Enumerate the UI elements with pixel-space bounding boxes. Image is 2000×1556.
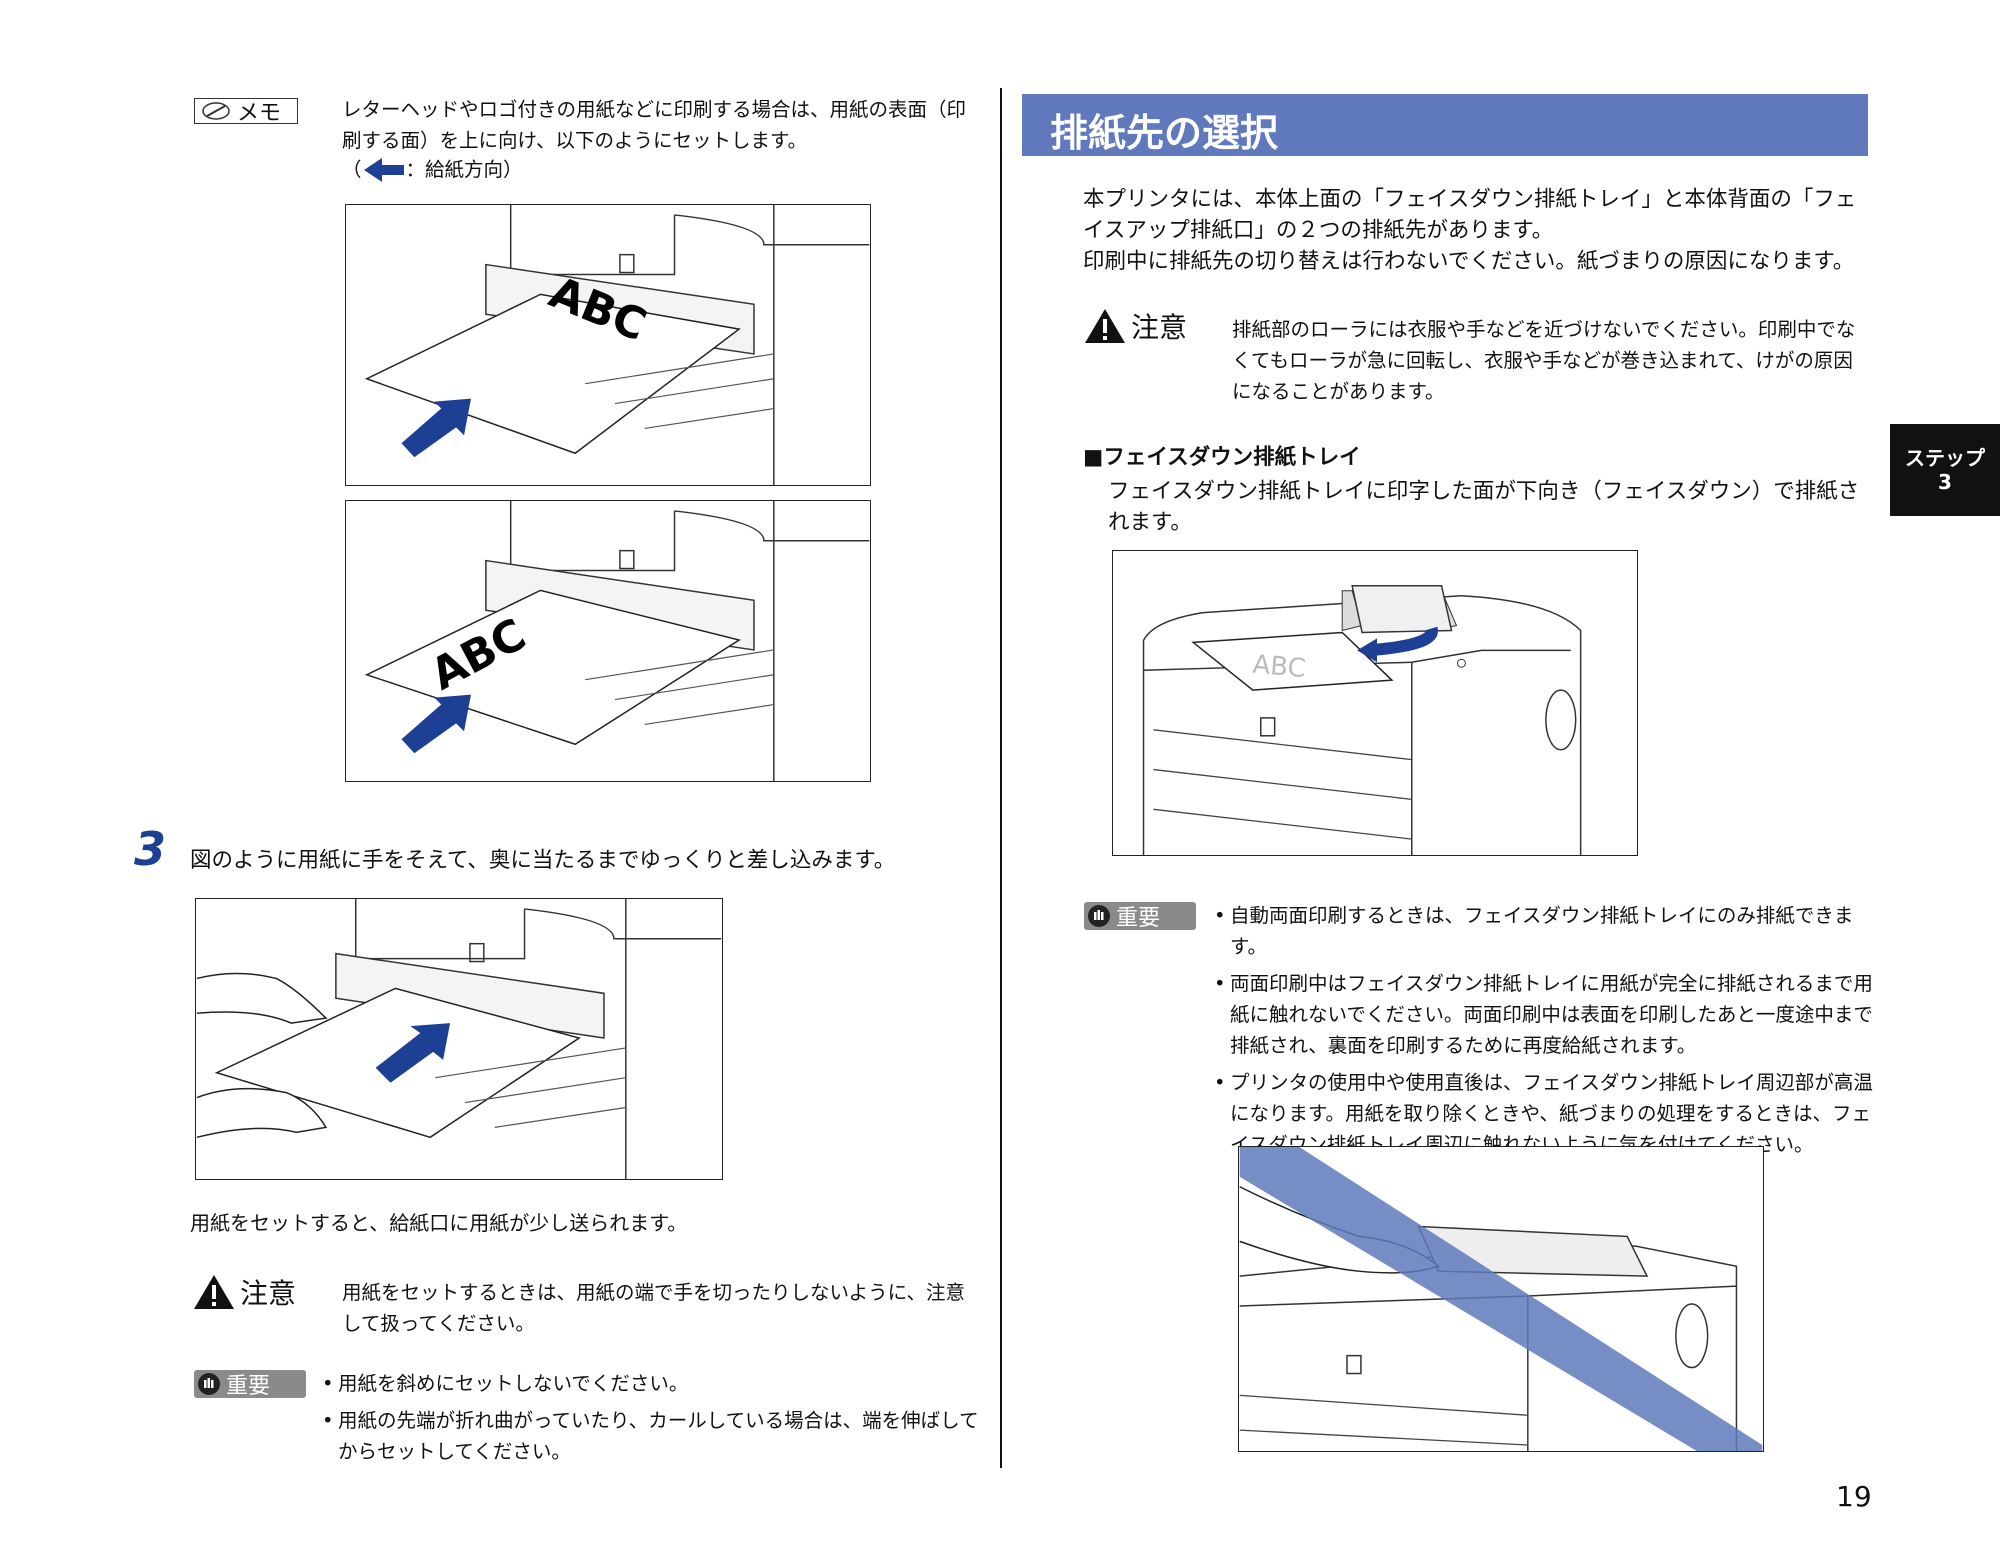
caution-text-right: 排紙部のローラには衣服や手などを近づけないでください。印刷中でなくてもローラが急…: [1232, 318, 1856, 403]
figure-letterhead-1: ABC: [345, 204, 871, 486]
caution-label-text: 注意: [240, 1277, 297, 1310]
important-list-left: 用紙を斜めにセットしないでください。 用紙の先端が折れ曲がっていたり、カールして…: [322, 1368, 982, 1473]
sub-text: フェイスダウン排紙トレイに印字した面が下向き（フェイスダウン）で排紙されます。: [1108, 479, 1860, 535]
caution-text-left: 用紙をセットするときは、用紙の端で手を切ったりしないように、注意して扱ってくださ…: [342, 1281, 966, 1335]
side-tab-step: ステップ 3: [1890, 424, 2000, 516]
section-title-bar: 排紙先の選択: [1022, 94, 1868, 156]
side-tab-line2: 3: [1938, 470, 1952, 494]
step-text: 図のように用紙に手をそえて、奥に当たるまでゆっくりと差し込みます。: [190, 848, 896, 873]
important-badge-left: 重要: [194, 1370, 306, 1399]
important-label-text: 重要: [226, 1374, 271, 1399]
important-label-text: 重要: [1116, 906, 1161, 931]
memo-text: レターヘッドやロゴ付きの用紙などに印刷する場合は、用紙の表面（印刷する面）を上に…: [342, 98, 967, 152]
memo-direction-suffix: ：給紙方向）: [405, 158, 523, 181]
warning-icon: [1085, 309, 1125, 343]
figure-insert-paper: [195, 898, 723, 1180]
list-item: 用紙を斜めにセットしないでください。: [322, 1368, 982, 1399]
important-badge-right: 重要: [1084, 902, 1196, 931]
column-divider: [1000, 88, 1002, 1468]
figure-face-down-tray: ABC: [1112, 550, 1638, 856]
list-item: 用紙の先端が折れ曲がっていたり、カールしている場合は、端を伸ばしてからセットして…: [322, 1405, 982, 1467]
memo-badge: メモ: [194, 98, 298, 126]
step-number: 3: [134, 822, 167, 876]
feed-direction-arrow-icon: [363, 157, 404, 182]
figure-text-abc-3: ABC: [1251, 650, 1306, 685]
page-number: 19: [1836, 1480, 1872, 1513]
section-title: 排紙先の選択: [1050, 111, 1279, 155]
memo-label: メモ: [237, 101, 282, 126]
sub-heading: ■フェイスダウン排紙トレイ: [1083, 445, 1361, 470]
hand-stop-icon: [1088, 905, 1110, 927]
figure-do-not-touch: [1238, 1146, 1764, 1452]
intro-text: 本プリンタには、本体上面の「フェイスダウン排紙トレイ」と本体背面の「フェイスアッ…: [1083, 187, 1857, 243]
intro-text-2: 印刷中に排紙先の切り替えは行わないでください。紙づまりの原因になります。: [1083, 249, 1855, 274]
figure-letterhead-2: ABC: [345, 500, 871, 782]
warning-icon: [194, 1275, 234, 1309]
list-item: 自動両面印刷するときは、フェイスダウン排紙トレイにのみ排紙できます。: [1214, 900, 1874, 962]
caution-label-right: 注意: [1083, 306, 1187, 346]
pencil-icon: [202, 102, 230, 120]
memo-direction-prefix: （: [342, 158, 362, 181]
hand-stop-icon: [198, 1373, 220, 1395]
caution-label-text: 注意: [1131, 311, 1188, 344]
side-tab-line1: ステップ: [1905, 446, 1985, 470]
memo-direction: （ ：給紙方向）: [342, 154, 523, 185]
caution-label-left: 注意: [192, 1272, 296, 1312]
important-list-right: 自動両面印刷するときは、フェイスダウン排紙トレイにのみ排紙できます。 両面印刷中…: [1214, 900, 1874, 1166]
list-item: 両面印刷中はフェイスダウン排紙トレイに用紙が完全に排紙されるまで用紙に触れないで…: [1214, 968, 1874, 1061]
after-insert-text: 用紙をセットすると、給紙口に用紙が少し送られます。: [190, 1211, 688, 1235]
